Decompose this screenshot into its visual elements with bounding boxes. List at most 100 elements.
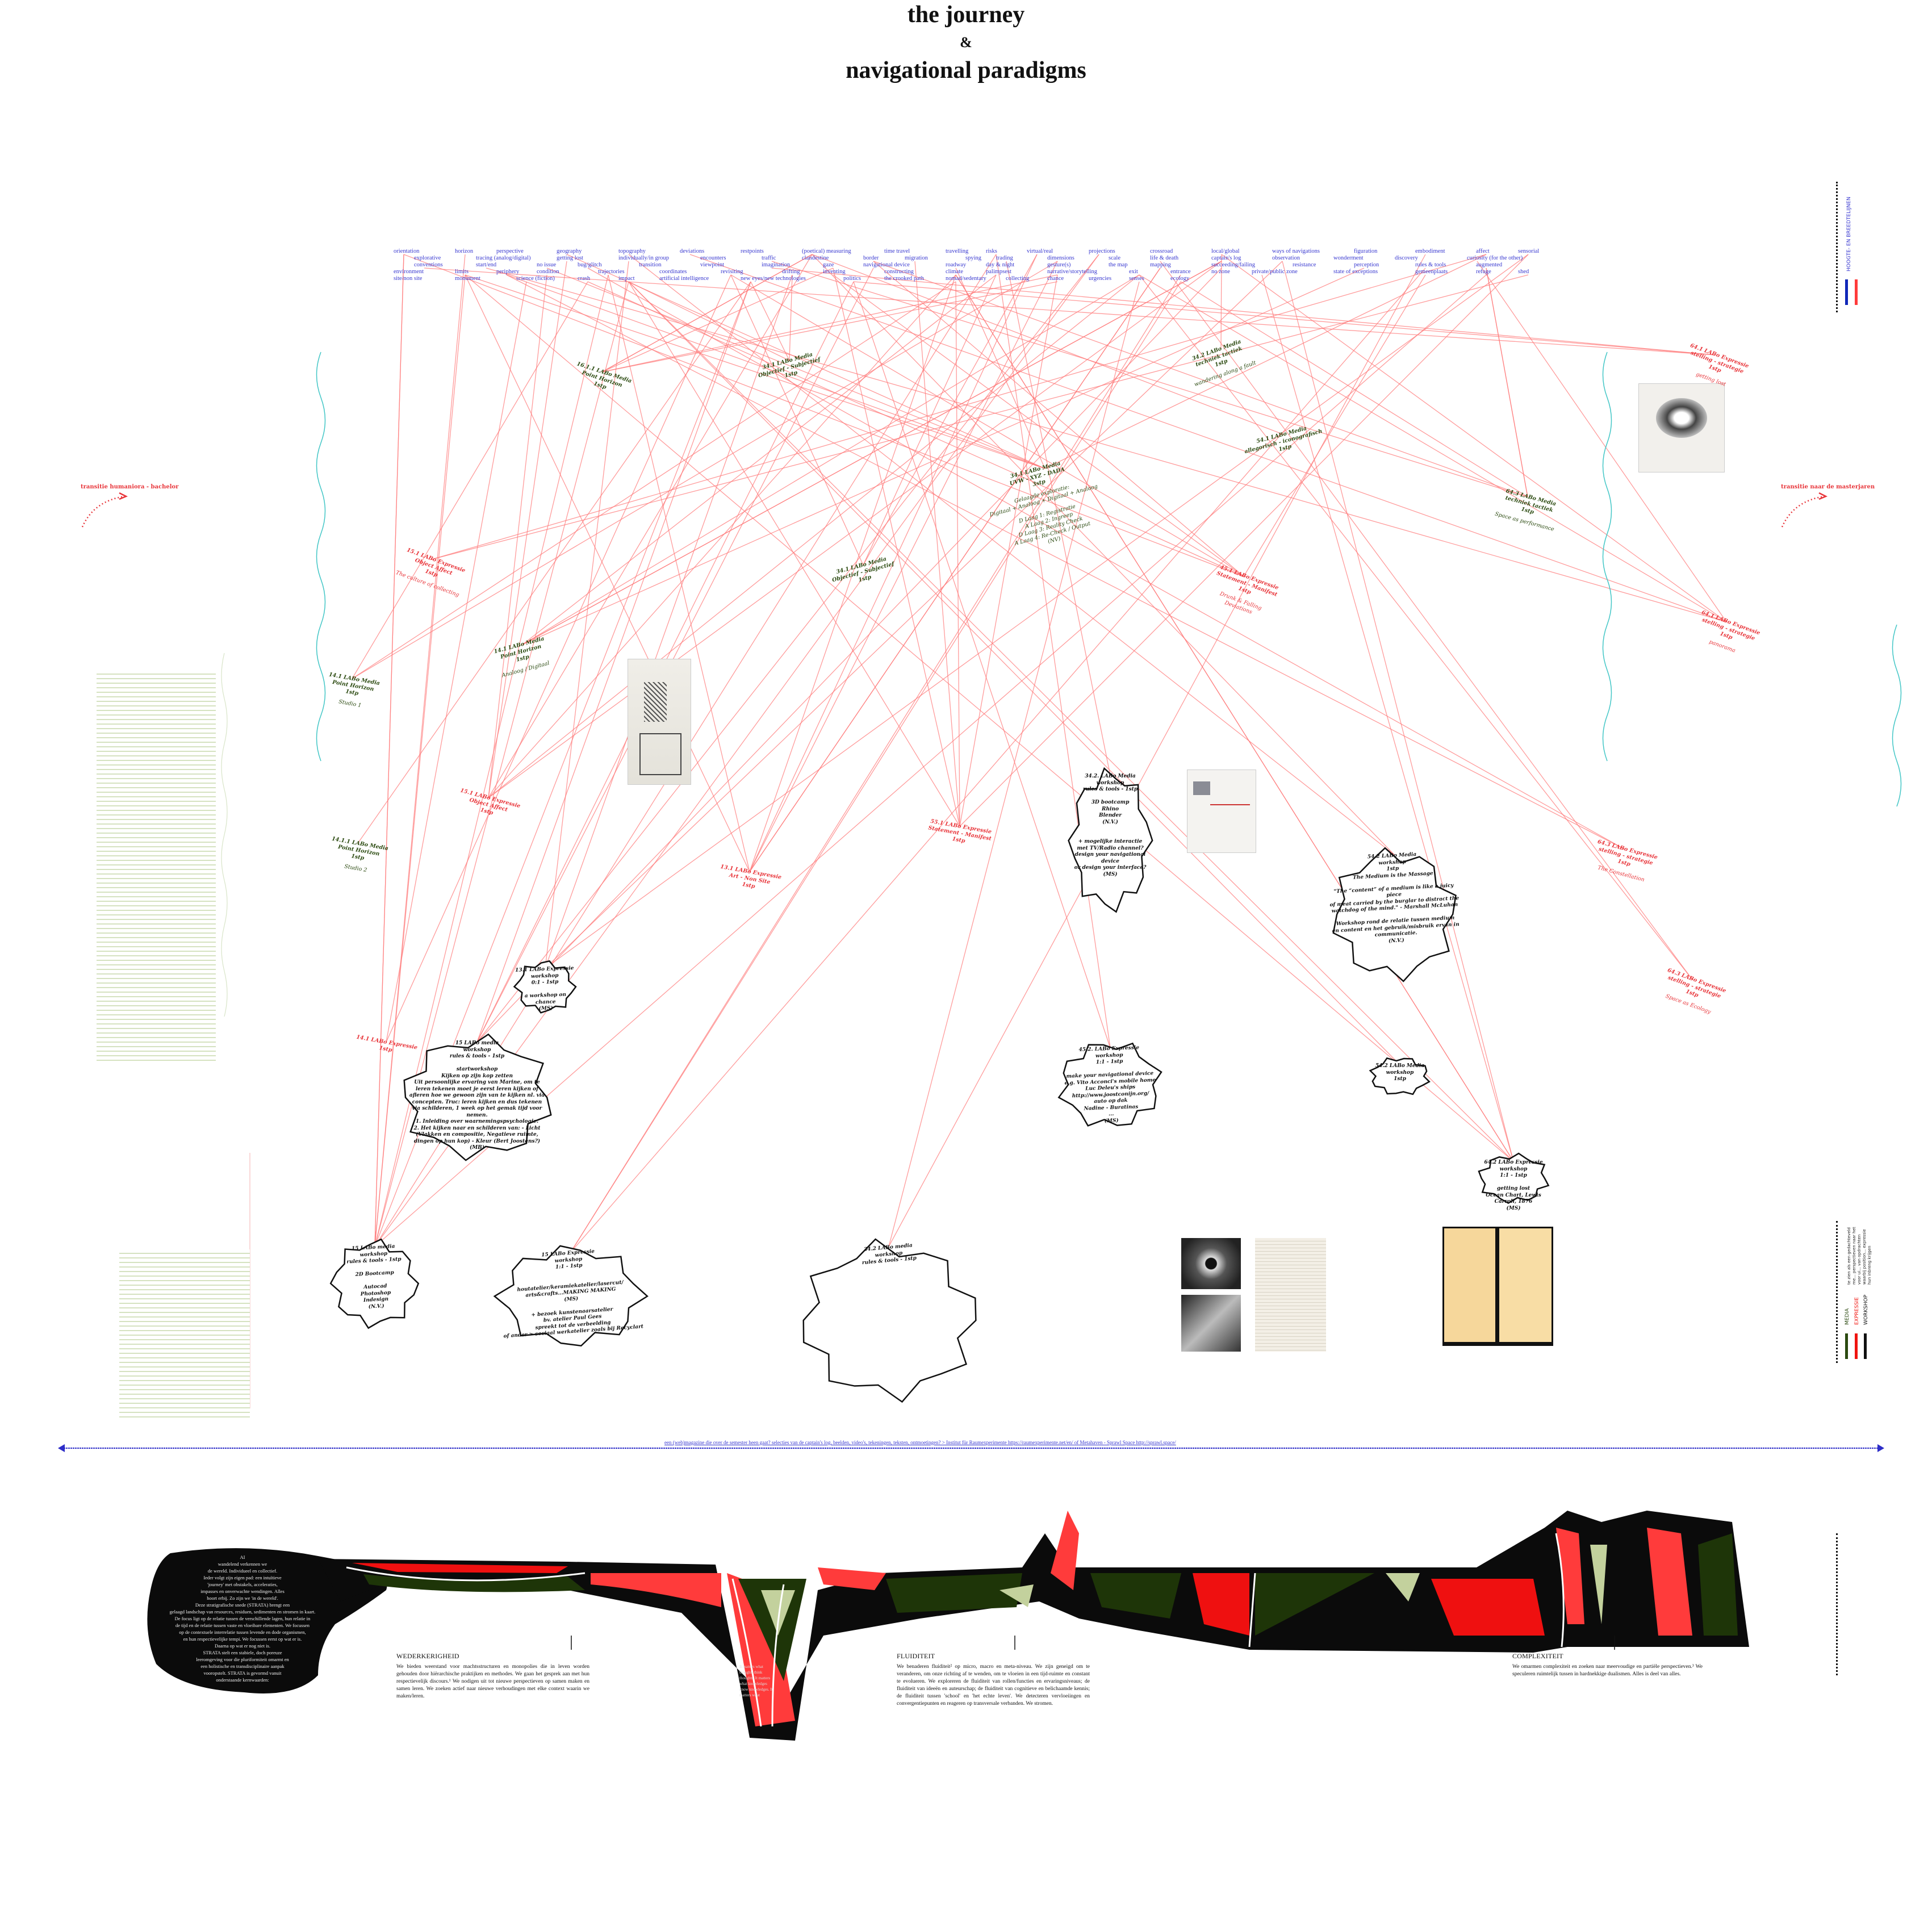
strata-sage-layer (1590, 1545, 1607, 1624)
keyword: exit (1129, 269, 1138, 275)
keyword: trajectories (598, 269, 625, 275)
value-text: We omarmen complexiteit en zoeken naar m… (1512, 1664, 1703, 1677)
value-title: COMPLEXITEIT (1512, 1652, 1563, 1660)
sketch-image (628, 659, 691, 785)
strata-red-layer (1647, 1528, 1692, 1636)
keyword: discovery (1395, 255, 1418, 261)
keyword: ecology (1170, 275, 1190, 282)
magazine-link[interactable]: een (web)magazine die over de semester h… (664, 1440, 1176, 1445)
keyword: (poetical) measuring (802, 248, 851, 254)
legend-bar-red (1855, 279, 1858, 305)
keyword: rules & tools (1415, 262, 1446, 268)
connection-line (545, 261, 629, 969)
connection-line (352, 261, 1058, 679)
connection-line (628, 281, 790, 361)
keyword: deviations (680, 248, 705, 254)
connection-line (749, 254, 1038, 872)
strata-red-layer (1431, 1579, 1545, 1636)
connection-line (601, 281, 1058, 373)
connection-line (522, 274, 997, 645)
connection-line (506, 274, 1046, 469)
connection-line (749, 261, 1058, 872)
keyword: embodiment (1415, 248, 1445, 254)
connection-line (628, 254, 1395, 855)
connection-line (476, 254, 1099, 1043)
title-line-2: navigational paradigms (846, 57, 1086, 83)
keyword: drifting (782, 269, 800, 275)
connection-line (1221, 254, 1727, 622)
title-line-1: the journey (907, 2, 1025, 28)
keyword: local/global (1211, 248, 1240, 254)
value-title: FLUIDITEIT (897, 1652, 935, 1660)
connection-line (374, 254, 466, 1247)
connection-line (403, 254, 1244, 577)
keyword: constructing (884, 269, 914, 275)
keyword: new eyes/new technologies (741, 275, 806, 282)
keyword: impact (618, 275, 635, 282)
connection-line (1139, 274, 1693, 980)
connection-line (959, 254, 1529, 827)
legend-bar-expressie (1855, 1333, 1858, 1359)
value-title: WEDERKERIGHEID (396, 1652, 459, 1660)
connection-line (566, 254, 1046, 469)
keyword: imagination (762, 262, 791, 268)
keyword: observation (1272, 255, 1300, 261)
connection-line (545, 274, 793, 969)
legend-note: te zien als een gedachteveld me... persp… (1847, 1227, 1872, 1285)
value-complexity: COMPLEXITEIT We omarmen complexiteit en … (1512, 1653, 1703, 1678)
keyword: inventing (823, 269, 846, 275)
keyword: entrance (1170, 269, 1191, 275)
connection-line (374, 274, 1487, 1247)
connection-line (873, 261, 1528, 497)
workshop-blob-outline (1057, 1042, 1162, 1127)
keyword: scale (1109, 255, 1120, 261)
keyword: refuge (1476, 269, 1491, 275)
transition-label-right: transitie naar de masterjaren (1781, 484, 1875, 490)
connection-line (465, 274, 1514, 1162)
transition-label-left: transitie humaniora - bachelor (81, 484, 179, 490)
keyword: perspective (496, 248, 524, 254)
keyword: ways of navigations (1272, 248, 1320, 254)
strata-red-layer (1193, 1573, 1249, 1636)
connection-line (546, 267, 1046, 469)
connection-line (730, 274, 1244, 577)
keyword: perception (1354, 262, 1379, 268)
keyword: wonderment (1333, 255, 1364, 261)
keyword: migration (905, 255, 928, 261)
strata-green-layer (1255, 1573, 1374, 1636)
connection-line (914, 261, 960, 827)
keyword: transition (639, 262, 662, 268)
connection-line (476, 267, 1222, 1043)
connection-line (1261, 274, 1514, 1162)
keyword: bug/glitch (578, 262, 602, 268)
workshop-text: 34.2. LABo Media workshop rules & tools … (1074, 773, 1147, 877)
connection-line (771, 261, 1528, 497)
keyword: restpoints (741, 248, 764, 254)
connection-line (1477, 261, 1727, 622)
keyword: narrative/storytelling (1047, 269, 1098, 275)
workshop-blob-outline (1369, 1057, 1431, 1095)
keyword: clandestine (802, 255, 829, 261)
keyword: palimpsest (986, 269, 1011, 275)
keyword: politics (843, 275, 861, 282)
connection-line (465, 274, 1046, 469)
keyword: projections (1089, 248, 1115, 254)
keyword: monument (455, 275, 480, 282)
legend-bar-blue (1845, 279, 1848, 305)
connection-line (1486, 267, 1528, 497)
keyword: science (fiction) (516, 275, 555, 282)
workshop-text: 15 LABo media workshop rules & tools - 1… (409, 1040, 545, 1151)
connection-line (1220, 254, 1222, 350)
workshop-blob-outline (403, 1033, 552, 1161)
connection-line (1139, 274, 1727, 622)
sidebar-dotted-rule (1836, 1221, 1838, 1363)
keyword: tracing (analog/digital) (476, 255, 531, 261)
connection-line (996, 254, 1111, 1048)
keyword: private/public zone (1252, 269, 1298, 275)
sidebar-top-label: HOOGTE- EN BREEDTELIJNEN (1846, 196, 1852, 271)
connection-line (1044, 254, 1487, 469)
connection-line (570, 281, 1181, 1253)
connection-line (749, 267, 1161, 872)
